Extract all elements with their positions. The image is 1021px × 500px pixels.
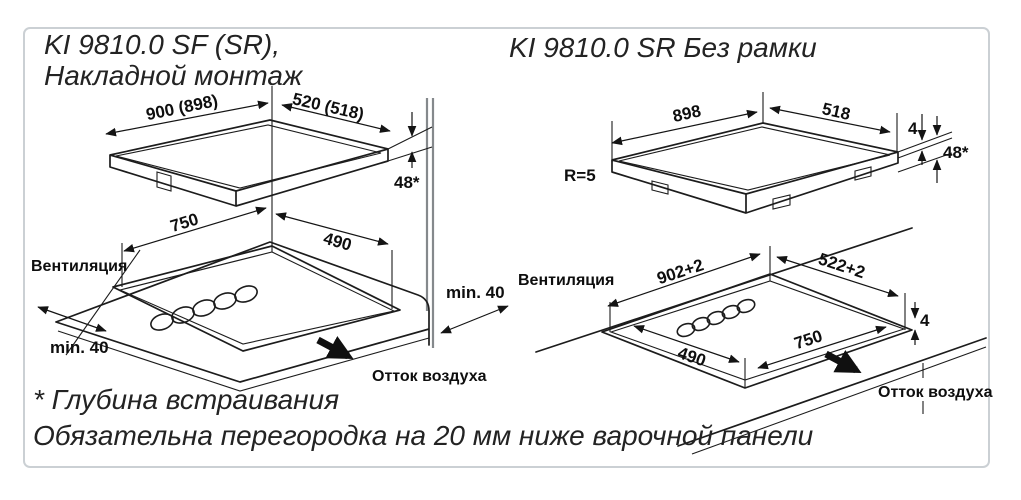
left-counter-front-thickness bbox=[57, 330, 430, 392]
dim-line-898 bbox=[611, 109, 758, 146]
left-title-line1: KI 9810.0 SF (SR), bbox=[44, 29, 281, 60]
min40-label-bottom: min. 40 bbox=[50, 338, 109, 357]
right-vent-holes bbox=[676, 298, 756, 338]
left-side-wall-lines bbox=[425, 98, 435, 348]
left-cutout-inner bbox=[118, 251, 396, 345]
ventilation-label-right: Вентиляция bbox=[518, 272, 614, 289]
left-title-line2: Накладной монтаж bbox=[44, 60, 303, 91]
right-diagram-title: KI 9810.0 SR Без рамки bbox=[509, 32, 817, 63]
footnote-embedding-depth: * Глубина встраивания bbox=[33, 384, 340, 415]
dim-label-518: 518 bbox=[820, 99, 852, 124]
dim-label-490-right: 490 bbox=[675, 343, 708, 370]
vent-hole bbox=[234, 285, 258, 303]
dim-label-48-left: 48* bbox=[394, 173, 420, 192]
right-extension-lines bbox=[609, 246, 924, 414]
left-diagram-title: KI 9810.0 SF (SR), Накладной монтаж bbox=[44, 29, 302, 91]
dim-line-490-left bbox=[275, 212, 389, 246]
air-outflow-arrow-right bbox=[824, 349, 862, 374]
dim-line-902 bbox=[607, 253, 761, 307]
ventilation-label-left: Вентиляция bbox=[31, 258, 127, 275]
dim-line-min40-side bbox=[440, 305, 509, 334]
right-hob-rim bbox=[618, 126, 891, 210]
dim-line-522 bbox=[776, 255, 899, 298]
right-cutout-inner bbox=[609, 280, 906, 381]
dim-label-4-glass: 4 bbox=[908, 119, 918, 138]
air-outflow-label-left: Отток воздуха bbox=[372, 368, 487, 385]
right-counter-front-thickness bbox=[691, 346, 987, 455]
right-hob-body bbox=[611, 122, 899, 214]
dim-label-radius: R=5 bbox=[564, 166, 596, 185]
left-counter-outline bbox=[55, 241, 430, 383]
dim-line-900 bbox=[105, 100, 269, 137]
air-outflow-label-right: Отток воздуха bbox=[878, 384, 993, 401]
right-hob-drawing bbox=[611, 92, 953, 214]
footnote-partition-requirement: Обязательна перегородка на 20 мм ниже ва… bbox=[33, 420, 814, 451]
vent-hole bbox=[213, 292, 237, 310]
vent-hole bbox=[171, 306, 195, 324]
left-vent-holes bbox=[150, 285, 258, 331]
dim-line-750-right bbox=[757, 325, 887, 370]
right-counter-edges bbox=[535, 227, 987, 447]
left-hob-body bbox=[109, 119, 389, 207]
left-extension-lines bbox=[65, 243, 393, 356]
left-height-reference-lines bbox=[387, 126, 433, 162]
vent-hole bbox=[706, 310, 726, 326]
dim-label-898: 898 bbox=[671, 101, 703, 126]
vent-hole bbox=[192, 299, 216, 317]
min40-label-side: min. 40 bbox=[446, 283, 505, 302]
dim-line-490-right bbox=[633, 325, 740, 363]
dim-line-518 bbox=[769, 105, 891, 135]
air-outflow-arrow-left bbox=[316, 335, 354, 360]
dim-label-4-step: 4 bbox=[920, 311, 930, 330]
vent-hole bbox=[150, 313, 174, 331]
dim-label-48-right: 48* bbox=[943, 143, 969, 162]
dim-label-520: 520 (518) bbox=[291, 89, 366, 124]
dim-label-490-left: 490 bbox=[321, 229, 354, 255]
dim-label-750-right: 750 bbox=[792, 326, 825, 353]
dim-label-750-left: 750 bbox=[168, 210, 201, 236]
dim-line-520 bbox=[281, 103, 391, 133]
left-cutout-drawing bbox=[55, 241, 430, 392]
dim-line-min40-bottom bbox=[37, 306, 107, 332]
left-cutout-outer bbox=[112, 245, 401, 352]
dim-line-750-left bbox=[123, 206, 267, 253]
dim-label-902: 902+2 bbox=[655, 255, 706, 288]
